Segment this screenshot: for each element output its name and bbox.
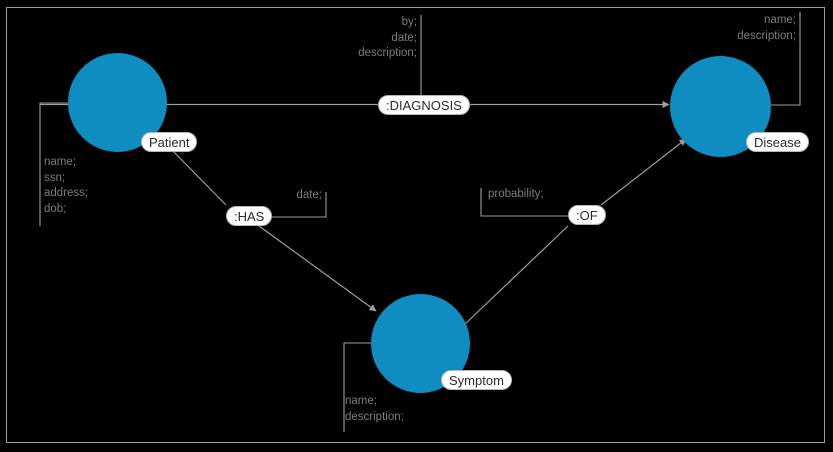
node-patient-properties: name; ssn; address; dob; [0,155,90,217]
property-item: description; [358,47,417,59]
relationship-has-properties: date; [252,188,322,204]
property-item: description; [737,29,796,42]
relationship-has-label[interactable]: :HAS [226,206,273,226]
edge-has-lower [258,225,377,312]
property-item: address; [44,187,89,199]
relationship-of-label[interactable]: :OF [568,205,606,225]
property-item: name; [345,395,377,407]
node-disease-label[interactable]: Disease [746,132,809,152]
relationship-of-properties: probability; [488,187,588,203]
property-item: probability; [488,188,544,200]
property-item: ssn; [44,171,66,184]
node-symptom-properties: name; description; [345,394,485,425]
property-item: dob; [44,202,67,215]
property-item: description; [345,410,404,423]
node-disease-properties: name; description; [690,13,796,44]
bracket-of-properties [480,188,568,217]
property-item: name; [44,156,76,168]
bracket-symptom-properties [343,342,372,432]
property-item: date; [391,31,417,44]
edge-has-upper [171,149,227,206]
property-item: by; [401,16,417,28]
node-patient-label[interactable]: Patient [141,132,198,152]
node-symptom-label[interactable]: Symptom [441,370,512,390]
edge-of-lower [463,225,569,326]
relationship-diagnosis-properties: by; date; description; [297,15,417,62]
relationship-diagnosis-label[interactable]: :DIAGNOSIS [378,95,470,115]
property-item: name; [764,14,796,26]
edge-of-upper [600,138,687,206]
bracket-has-properties [259,192,327,218]
bracket-disease-properties [771,12,801,106]
property-item: date; [296,189,322,201]
